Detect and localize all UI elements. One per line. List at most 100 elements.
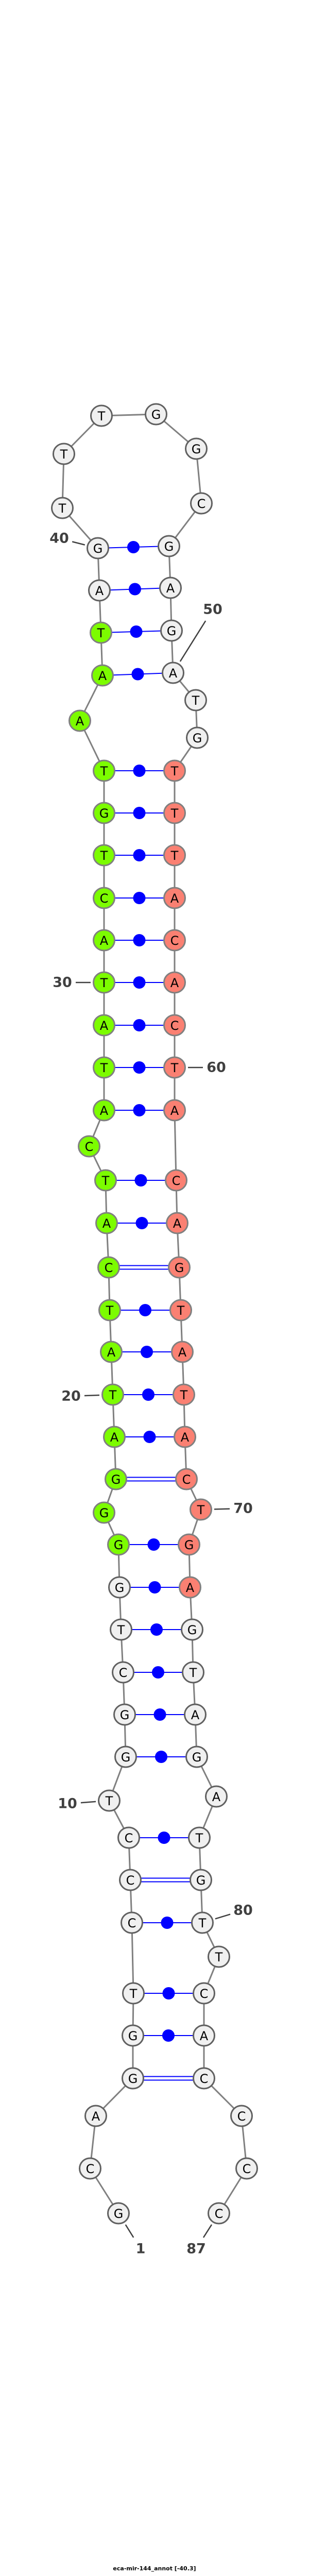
nucleotide-circle — [103, 1426, 126, 1448]
nucleotide-15: G — [108, 1576, 131, 1599]
nucleotide-letter: A — [98, 669, 107, 683]
nucleotide-circle — [84, 2105, 107, 2127]
nucleotide-circle — [171, 1341, 194, 1363]
nucleotide-circle — [208, 1945, 230, 1968]
nucleotide-51: T — [184, 689, 207, 711]
nucleotide-letter: T — [97, 626, 105, 640]
nucleotide-circle — [122, 2024, 144, 2047]
nucleotide-circle — [175, 1468, 198, 1490]
nucleotide-circle — [98, 1789, 121, 1812]
pair-dot — [143, 1431, 156, 1443]
nucleotide-13: C — [112, 1661, 134, 1684]
nucleotide-letter: T — [170, 764, 179, 778]
nucleotide-26: C — [78, 1135, 100, 1158]
nucleotide-30: T — [93, 971, 115, 994]
backbone-link — [131, 1922, 134, 1994]
nucleotide-letter: C — [172, 1174, 181, 1188]
nucleotide-circle — [112, 1661, 134, 1684]
nucleotide-circle — [182, 1661, 204, 1684]
nucleotide-letter: C — [126, 1873, 135, 1888]
nucleotide-circle — [193, 1982, 215, 2005]
nucleotide-17: G — [93, 1501, 115, 1524]
nucleotide-letter: T — [100, 849, 108, 863]
nucleotide-letter: C — [128, 1916, 136, 1930]
nucleotide-letter: A — [170, 976, 179, 990]
pair-dot — [158, 1832, 170, 1844]
nucleotide-circle — [93, 802, 115, 824]
nucleotide-circle — [208, 2202, 230, 2225]
nucleotide-letter: C — [86, 2162, 95, 2176]
number-label-10: 10 — [58, 1796, 77, 1812]
nucleotide-letter: G — [167, 624, 177, 638]
number-tick — [72, 541, 85, 546]
nucleotide-76: G — [185, 1745, 208, 1768]
number-label-30: 30 — [53, 975, 72, 991]
nucleotide-letter: T — [100, 764, 108, 778]
nucleotide-letter: T — [97, 409, 106, 423]
nucleotide-35: T — [93, 759, 115, 782]
nucleotide-12: G — [113, 1703, 136, 1726]
pair-dot — [133, 1061, 146, 1074]
nucleotide-69: C — [175, 1468, 198, 1490]
nucleotide-circle — [93, 929, 115, 952]
nucleotide-letter: G — [193, 731, 202, 745]
nucleotide-letter: A — [107, 1345, 116, 1360]
nucleotide-circle — [53, 443, 75, 465]
nucleotide-letter: T — [129, 1987, 138, 2001]
nucleotide-letter: G — [93, 541, 103, 556]
pair-dot — [133, 1104, 146, 1116]
nucleotide-letter: T — [170, 849, 179, 863]
base-pair-layer — [97, 541, 204, 2081]
pair-dot — [162, 1987, 175, 1999]
nucleotide-circle — [94, 1169, 117, 1192]
nucleotide-circle — [174, 1426, 196, 1448]
nucleotide-letter: G — [128, 2029, 138, 2043]
nucleotide-circle — [163, 844, 186, 867]
nucleotide-52: G — [186, 726, 209, 749]
nucleotide-letter: C — [197, 497, 206, 511]
nucleotide-letter: A — [100, 1019, 109, 1033]
nucleotide-letter: A — [110, 1430, 119, 1445]
nucleotide-circle — [188, 1826, 211, 1849]
nucleotide-letter: C — [105, 1261, 113, 1275]
nucleotide-letter: A — [76, 714, 84, 728]
nucleotide-59: C — [163, 1014, 186, 1037]
nucleotide-circle — [114, 1745, 137, 1768]
nucleotide-4: G — [122, 2067, 144, 2090]
pair-dot — [133, 807, 146, 819]
nucleotide-circle — [95, 1212, 118, 1234]
nucleotide-24: A — [95, 1212, 118, 1234]
nucleotide-letter: A — [178, 1345, 187, 1360]
nucleotide-3: A — [84, 2105, 107, 2127]
nucleotide-letter: T — [58, 501, 66, 516]
nucleotide-letter: A — [169, 666, 178, 681]
nucleotide-letter: T — [195, 1831, 203, 1845]
pair-dot — [152, 1666, 164, 1679]
nucleotide-70: T — [190, 1498, 212, 1521]
nucleotide-circle — [113, 1703, 136, 1726]
nucleotide-letter: C — [125, 1831, 133, 1845]
nucleotide-61: A — [163, 1099, 186, 1122]
nucleotide-19: A — [103, 1426, 126, 1448]
pair-dot — [142, 1388, 154, 1401]
nucleotide-36: A — [68, 709, 91, 732]
nucleotide-circle — [193, 2024, 215, 2047]
nucleotide-layer: GCAGGTCCCTGGCTGGGGATATCATCATATACTGTAATAG… — [51, 403, 258, 2225]
nucleotide-letter: G — [192, 1750, 202, 1765]
pair-dot — [133, 1019, 146, 1031]
nucleotide-65: T — [169, 1299, 192, 1321]
nucleotide-circle — [230, 2105, 253, 2127]
nucleotide-letter: A — [200, 2029, 209, 2043]
nucleotide-77: A — [205, 1785, 228, 1808]
nucleotide-letter: A — [102, 1216, 111, 1231]
nucleotide-letter: T — [177, 1303, 185, 1318]
nucleotide-25: T — [94, 1169, 117, 1192]
nucleotide-18: G — [105, 1468, 127, 1490]
pair-dot — [133, 934, 146, 946]
nucleotide-circle — [163, 759, 186, 782]
nucleotide-letter: T — [192, 693, 200, 708]
number-tick — [84, 1394, 100, 1397]
nucleotide-letter: G — [99, 806, 109, 821]
nucleotide-37: A — [91, 664, 114, 687]
nucleotide-letter: C — [200, 2072, 209, 2086]
